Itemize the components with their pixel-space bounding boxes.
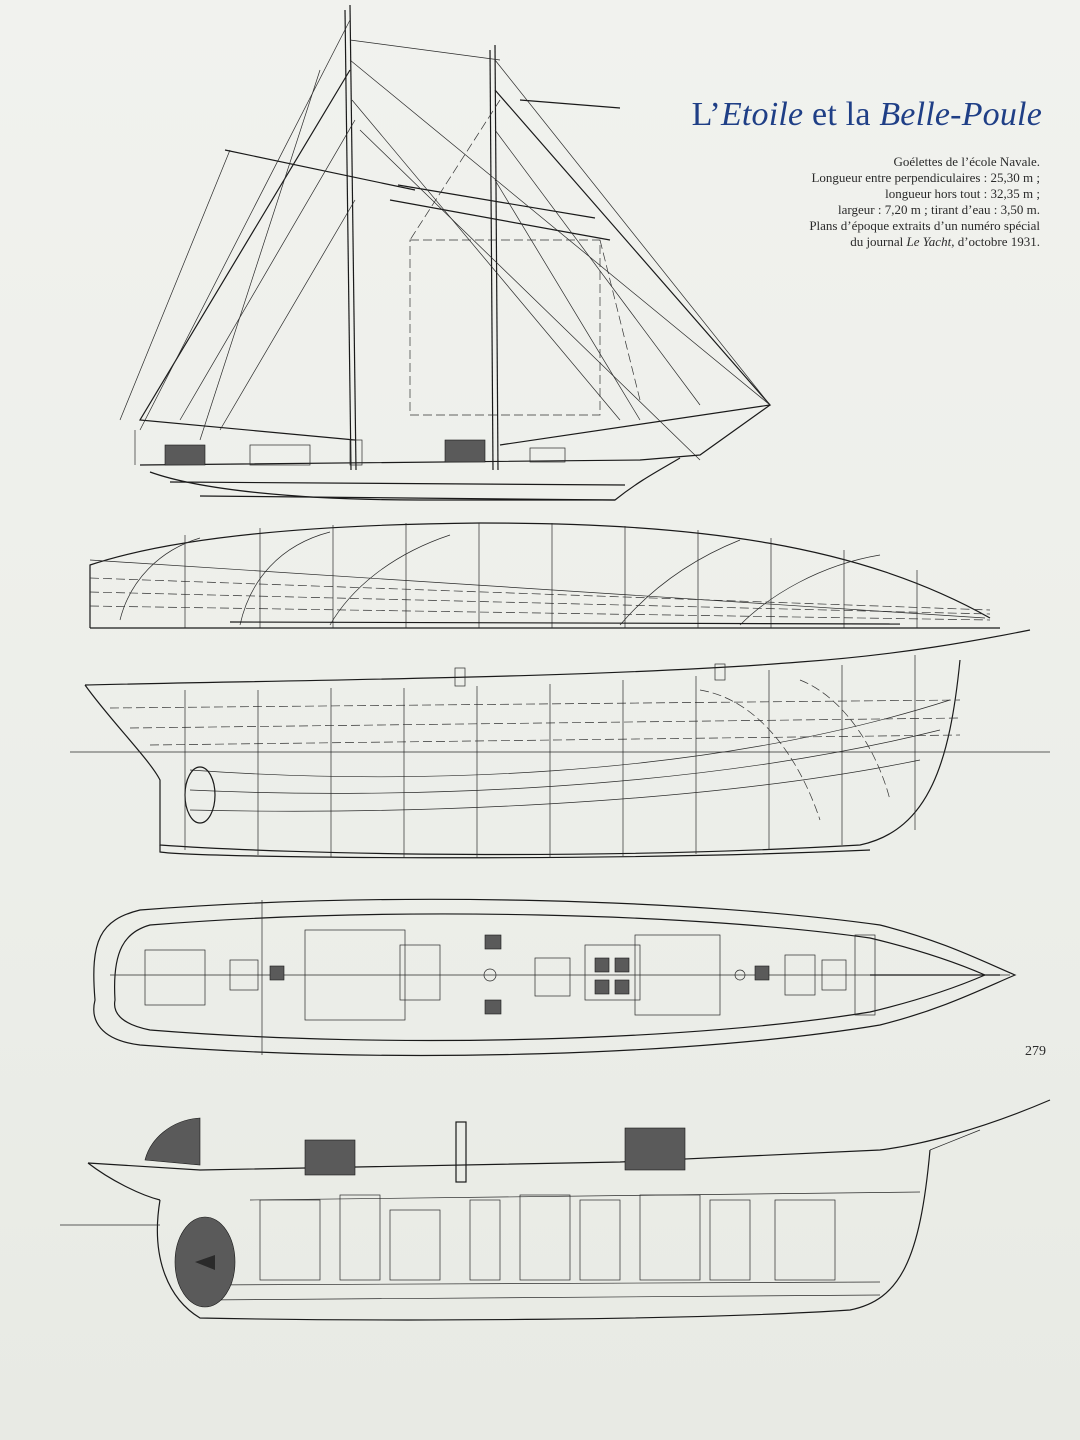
title-conjunction: et la <box>803 96 880 133</box>
title-ship-etoile: Etoile <box>720 96 804 133</box>
sheer-plan-drawing <box>70 629 1050 859</box>
title-prefix: L’ <box>691 96 721 133</box>
caption-text: , d’octobre 1931. <box>951 234 1040 249</box>
caption-line: largeur : 7,20 m ; tirant d’eau : 3,50 m… <box>838 202 1040 217</box>
page-number: 279 <box>1025 1044 1046 1059</box>
caption-block: Goélettes de l’école Navale. Longueur en… <box>710 154 1040 250</box>
deck-plan-drawing <box>93 898 1017 1057</box>
title-ship-belle-poule: Belle-Poule <box>879 96 1042 133</box>
caption-text: du journal <box>850 234 907 249</box>
caption-line: du journal Le Yacht, d’octobre 1931. <box>710 234 1040 250</box>
inboard-profile-drawing <box>60 1099 1051 1321</box>
page-title: L’Etoile et la Belle-Poule <box>692 96 1042 134</box>
caption-line: Longueur entre perpendiculaires : 25,30 … <box>811 170 1040 185</box>
caption-line: longueur hors tout : 32,35 m ; <box>885 186 1040 201</box>
caption-line: Plans d’époque extraits d’un numéro spéc… <box>809 218 1040 233</box>
caption-journal-name: Le Yacht <box>906 234 952 249</box>
half-breadth-plan-drawing <box>89 522 1000 629</box>
sail-plan-drawing <box>119 4 772 501</box>
caption-line: Goélettes de l’école Navale. <box>893 154 1040 169</box>
